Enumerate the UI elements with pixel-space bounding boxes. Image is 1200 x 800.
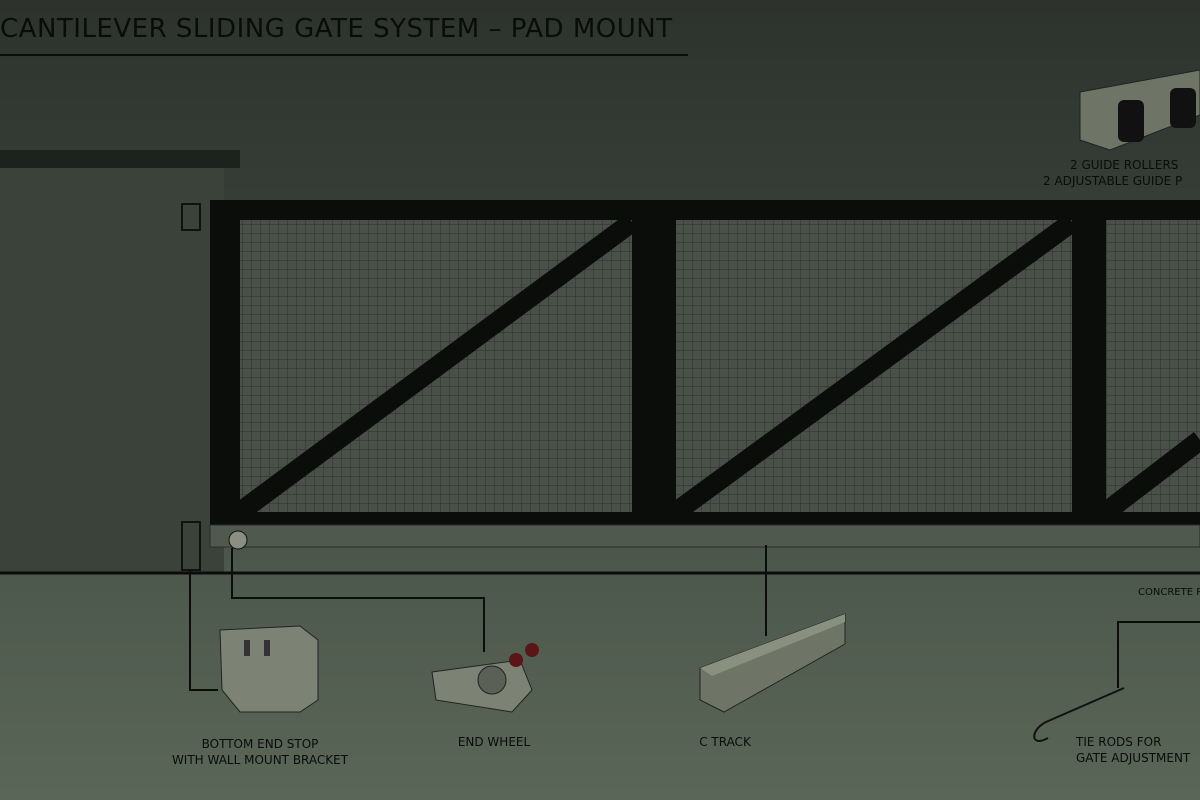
- guide-rollers-line1: 2 GUIDE ROLLERS: [1070, 158, 1179, 172]
- bottom-end-stop-label: BOTTOM END STOP WITH WALL MOUNT BRACKET: [160, 736, 360, 768]
- c-track-label: C TRACK: [699, 735, 751, 749]
- end-wheel-label: END WHEEL: [457, 735, 531, 749]
- end-wheel-image: [431, 643, 539, 713]
- tie-rods-line2: GATE ADJUSTMENT: [1076, 751, 1191, 765]
- bottom-end-stop-image: [219, 625, 319, 713]
- diagram-title: CANTILEVER SLIDING GATE SYSTEM – PAD MOU…: [0, 14, 673, 44]
- tie-rods-line1: TIE RODS FOR: [1076, 735, 1162, 749]
- track-rail: [209, 524, 1200, 548]
- gate-frame: [210, 200, 1200, 525]
- guide-roller-image: [1079, 69, 1200, 151]
- leader-lines: [189, 545, 1200, 691]
- wall-post: [0, 150, 240, 573]
- c-track-image: [699, 613, 846, 713]
- end-wheel-marker: [228, 530, 248, 550]
- bottom-end-stop-line2: WITH WALL MOUNT BRACKET: [171, 753, 349, 767]
- bottom-end-stop-line1: BOTTOM END STOP: [201, 737, 319, 751]
- guide-rollers-line2: 2 ADJUSTABLE GUIDE P: [1043, 174, 1183, 188]
- guide-rollers-label: 2 GUIDE ROLLERS 2 ADJUSTABLE GUIDE P: [1043, 157, 1200, 189]
- tie-rods-label: TIE RODS FOR GATE ADJUSTMENT: [1076, 734, 1190, 766]
- concrete-pad-label: CONCRETE P: [1138, 587, 1200, 598]
- title-underline: [0, 54, 688, 56]
- tie-rod-image: [1033, 687, 1125, 742]
